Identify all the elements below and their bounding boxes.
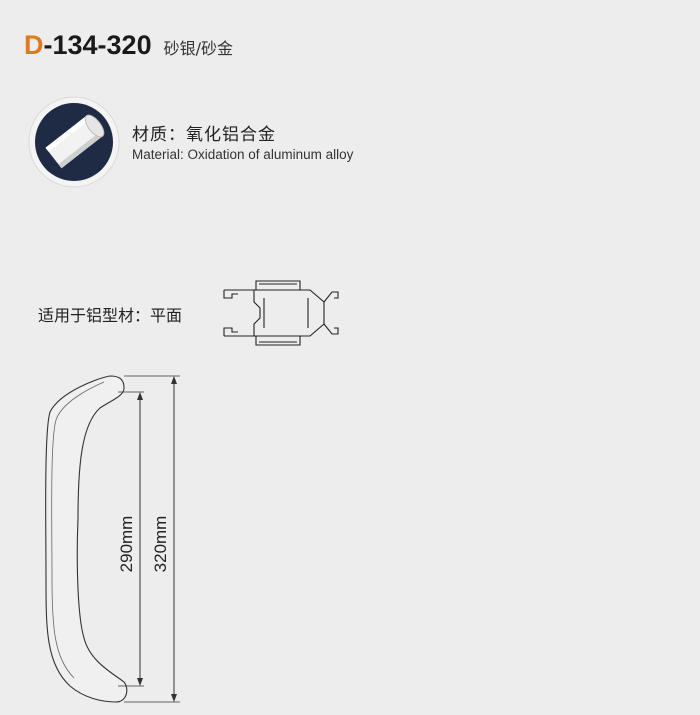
product-finish: 砂银/砂金 (163, 39, 233, 58)
outer-length-label: 320mm (151, 516, 170, 573)
material-label-zh: 材质：氧化铝合金 (132, 125, 276, 145)
material-info: 材质：氧化铝合金 Material: Oxidation of aluminum… (132, 120, 353, 162)
profile-label: 适用于铝型材：平面 (38, 306, 183, 325)
handle-outline (45, 375, 128, 703)
material-label-en: Material: Oxidation of aluminum alloy (132, 147, 354, 162)
handle-dimension-drawing: 290mm 320mm (45, 375, 180, 703)
aluminum-profile-diagram (223, 280, 339, 346)
product-code-prefix: D (24, 30, 44, 60)
product-header: D -134-320 砂银/砂金 (24, 30, 233, 61)
product-code: -134-320 (43, 30, 152, 60)
aluminum-tube-icon (28, 96, 120, 188)
inner-length-label: 290mm (117, 516, 136, 573)
